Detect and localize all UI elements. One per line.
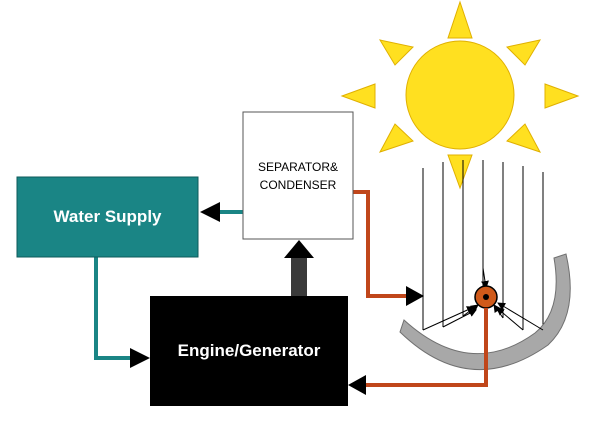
water-pipe-to-engine xyxy=(94,256,150,368)
engine-to-separator-arrow xyxy=(284,240,314,296)
reflected-rays xyxy=(422,267,544,331)
receiver-core xyxy=(483,294,489,300)
separator-label-line1: SEPARATOR& xyxy=(257,160,339,174)
separator-condenser-label: SEPARATOR& CONDENSER xyxy=(243,150,353,202)
incident-rays xyxy=(422,160,544,330)
water-supply-label: Water Supply xyxy=(53,207,162,226)
water-pipe-to-supply xyxy=(200,202,243,222)
separator-label-line2: CONDENSER xyxy=(259,178,337,192)
sun-icon xyxy=(340,0,580,190)
steam-pipe-to-engine xyxy=(348,308,488,395)
parabolic-reflector-icon xyxy=(399,253,571,371)
steam-pipe-to-receiver xyxy=(353,190,424,306)
sun-disc xyxy=(405,40,515,150)
engine-generator-box xyxy=(150,296,348,406)
sun-rays xyxy=(340,0,580,190)
separator-condenser-box xyxy=(242,111,354,240)
water-supply-box xyxy=(16,176,199,258)
engine-generator-label: Engine/Generator xyxy=(177,341,321,360)
